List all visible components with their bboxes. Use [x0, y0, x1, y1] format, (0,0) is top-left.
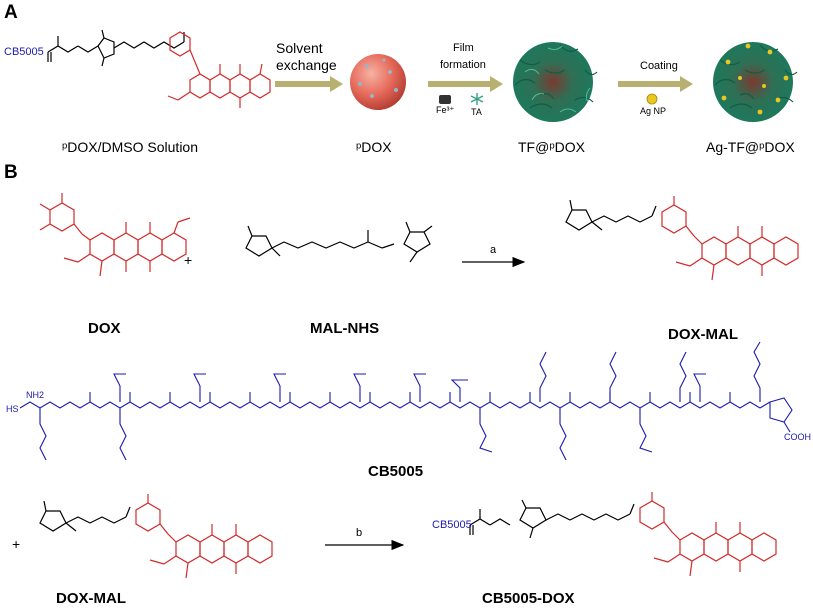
- peptide-cooh-label: COOH: [784, 432, 811, 442]
- pdox-sphere-dots: [358, 58, 398, 98]
- agnp-label: Ag NP: [640, 106, 667, 116]
- b-dox-mal-structure: [565, 196, 799, 281]
- a-dox-structure: [167, 31, 271, 108]
- pdox-label: ᵖDOX: [356, 139, 392, 155]
- dox-mal-label: DOX-MAL: [668, 326, 738, 343]
- tf-pdox-label: TF@ᵖDOX: [518, 139, 585, 155]
- plus-sign-1: +: [184, 252, 193, 268]
- peptide-nh2-label: NH2: [26, 390, 45, 400]
- b-dox-structure: [39, 193, 191, 277]
- arrow-b-label: b: [356, 527, 363, 539]
- step-coating: Coating: [640, 60, 678, 72]
- a-linker-structure: [47, 29, 185, 67]
- b-mal-nhs-structure: [245, 221, 433, 263]
- step-solvent-line2: exchange: [276, 57, 337, 73]
- arrow-solvent-exchange: [275, 76, 343, 92]
- cb5005-tag-a: CB5005: [4, 46, 44, 58]
- ta-label: TA: [471, 107, 482, 117]
- ta-molecule-icon: [470, 93, 484, 105]
- cb5005-dox-label: CB5005-DOX: [482, 590, 575, 607]
- fe-label: Fe³⁺: [436, 105, 455, 115]
- b-cb5005-dox-structure: [469, 492, 777, 577]
- b2-dox-mal-structure: [39, 494, 273, 579]
- peptide-hs-label: HS: [6, 404, 19, 414]
- tf-pdox-particle: [513, 42, 598, 122]
- cb5005-peptide-backbone: [19, 341, 793, 461]
- mal-nhs-label: MAL-NHS: [310, 320, 380, 337]
- panel-a-label: A: [4, 2, 18, 23]
- step-solvent-line1: Solvent: [276, 40, 323, 56]
- dox-label: DOX: [88, 320, 121, 337]
- dox-mal-label-2: DOX-MAL: [56, 590, 126, 607]
- arrow-film-formation: [428, 76, 503, 92]
- ag-tf-pdox-label: Ag-TF@ᵖDOX: [706, 139, 795, 155]
- arrow-coating: [618, 76, 693, 92]
- plus-sign-2: +: [12, 536, 21, 552]
- cb5005-tag-b: CB5005: [432, 519, 472, 531]
- panel-b-label: B: [4, 162, 18, 183]
- solution-label: ᵖDOX/DMSO Solution: [62, 139, 199, 155]
- arrow-a-label: a: [490, 244, 497, 256]
- step-film-line2: formation: [440, 59, 486, 71]
- ag-np-icon: [646, 93, 658, 105]
- ag-tf-pdox-particle: [713, 42, 798, 122]
- step-film-line1: Film: [453, 42, 474, 54]
- pdox-sphere: [350, 54, 406, 110]
- cb5005-label: CB5005: [368, 463, 424, 480]
- fe-ion-icon: [439, 95, 451, 104]
